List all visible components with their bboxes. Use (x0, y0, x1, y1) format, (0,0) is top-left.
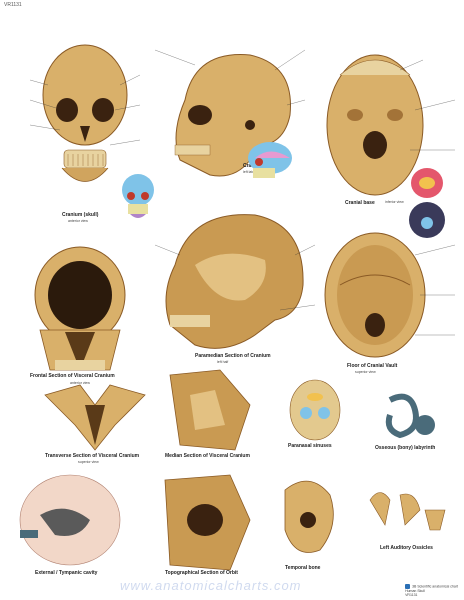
panel-paranasal: Paranasal sinuses (280, 375, 350, 455)
median-section-illustration (169, 369, 251, 451)
caption-cranial-base: Cranial base (345, 200, 375, 206)
subcaption-cranial-fossae: superior view (355, 370, 376, 374)
footer-line-3: VR1131 (405, 592, 418, 597)
panel-paramedian-section: Paramedian Section of Cranium left half (155, 205, 315, 365)
panel-orbit: Topographical Section of Orbit (150, 470, 260, 585)
panel-cranial-base: Cranial base inferior view (315, 40, 460, 210)
watermark: www.anatomicalcharts.com (120, 578, 302, 593)
subcaption-ethmoid: superior view (78, 460, 99, 464)
subcaption-frontal-section: anterior view (70, 381, 90, 385)
caption-orbit: Topographical Section of Orbit (165, 570, 238, 576)
ethmoid-illustration (44, 384, 146, 451)
caption-ethmoid: Transverse Section of Visceral Cranium (45, 453, 140, 459)
subcaption-cranial-base: inferior view (385, 200, 404, 204)
panel-temporal: Temporal bone (270, 470, 345, 580)
panel-colored-skull-lateral (245, 140, 295, 185)
caption-ear: External / Tympanic cavity (35, 570, 98, 576)
panel-frontal-section: Frontal Section of Visceral Cranium ante… (10, 240, 150, 390)
auditory-illustration (369, 492, 446, 531)
colored-skull-front-illustration (122, 174, 154, 218)
colored-skull-lateral-illustration (248, 142, 292, 178)
panel-median-section: Median Section of Visceral Cranium (160, 365, 260, 465)
panel-colored-skull-front (118, 172, 158, 222)
caption-labyrinth: Osseous (bony) labyrinth (375, 445, 436, 451)
paranasal-illustration (289, 379, 341, 441)
paramedian-section-illustration (155, 214, 315, 349)
chart-code: VR1131 (4, 2, 22, 8)
panel-colored-base (405, 165, 450, 240)
footer-line-2: Human Skull (405, 588, 425, 593)
anterior-skull-illustration (29, 44, 141, 182)
orbit-illustration (164, 474, 251, 571)
cranial-fossae-illustration (324, 232, 456, 358)
frontal-section-illustration (34, 246, 126, 371)
subcaption-anterior: anterior view (68, 219, 88, 223)
cranial-base-illustration (326, 54, 456, 196)
ear-illustration (19, 474, 121, 566)
footer-line-1: 3B Scientific anatomical chart (412, 584, 458, 589)
caption-cranial-fossae: Floor of Cranial Vault (347, 363, 398, 369)
temporal-illustration (284, 480, 334, 553)
panel-auditory: Left Auditory Ossicles (360, 480, 455, 560)
panel-ethmoid: Transverse Section of Visceral Cranium s… (40, 375, 150, 465)
caption-median-section: Median Section of Visceral Cranium (165, 453, 250, 459)
panel-ear: External / Tympanic cavity (10, 470, 130, 585)
panel-cranial-fossae: Floor of Cranial Vault superior view (315, 225, 460, 375)
panel-anterior-skull: Cranium (skull) anterior view (20, 30, 150, 230)
subcaption-paramedian: left half (217, 360, 229, 364)
publisher-logo-icon (405, 583, 411, 589)
panel-labyrinth: Osseous (bony) labyrinth (370, 385, 455, 460)
caption-auditory: Left Auditory Ossicles (380, 545, 433, 551)
caption-temporal: Temporal bone (285, 565, 321, 571)
caption-paranasal: Paranasal sinuses (288, 443, 332, 449)
caption-anterior: Cranium (skull) (62, 212, 99, 218)
labyrinth-illustration (385, 393, 435, 439)
colored-base-illustration (409, 168, 445, 238)
caption-paramedian: Paramedian Section of Cranium (195, 353, 271, 359)
caption-frontal-section: Frontal Section of Visceral Cranium (30, 373, 115, 379)
chart-footer: 3B Scientific anatomical chart Human Sku… (405, 583, 458, 597)
